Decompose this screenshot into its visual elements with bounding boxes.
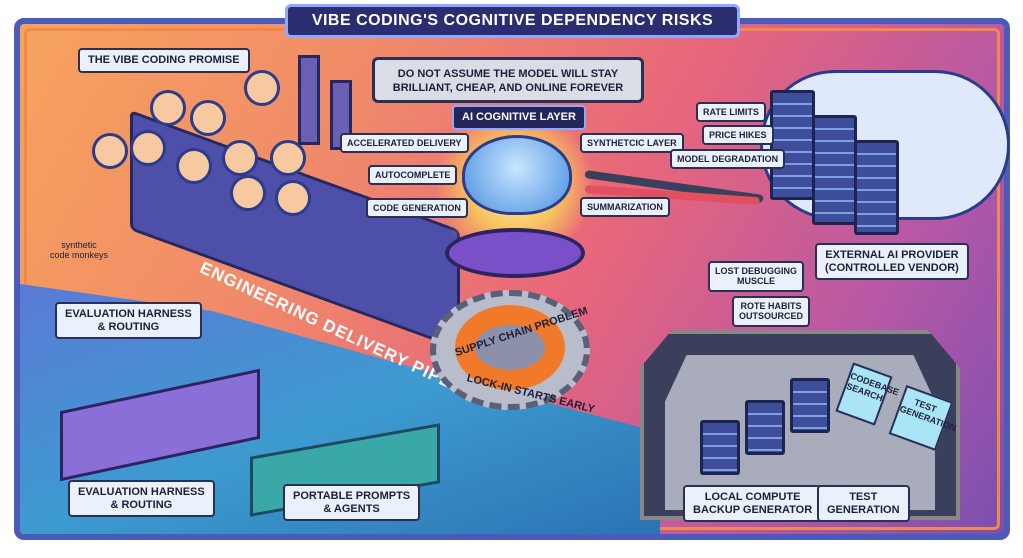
text-line: LOCAL COMPUTE (704, 491, 801, 503)
risk-label: PRICE HIKES (702, 125, 774, 146)
local-server (790, 378, 830, 433)
page-title: VIBE CODING'S COGNITIVE DEPENDENCY RISKS (285, 4, 740, 38)
ai-label: SUMMARIZATION (580, 197, 670, 218)
local-server (700, 420, 740, 475)
text-line: code monkeys (50, 250, 109, 261)
factory-chimney (298, 55, 320, 145)
developer-avatar (270, 140, 306, 176)
text-line: EVALUATION HARNESS (78, 486, 205, 498)
warning-banner: DO NOT ASSUME THE MODEL WILL STAY BRILLI… (372, 57, 644, 103)
text-line: OUTSOURCED (739, 311, 804, 322)
risk-label: MODEL DEGRADATION (670, 149, 786, 170)
text-line: PORTABLE PROMPTS (293, 490, 411, 502)
text-line: & AGENTS (323, 502, 380, 515)
evaluation-label-top: EVALUATION HARNESS& ROUTING (55, 302, 202, 340)
vibe-promise-label: THE VIBE CODING PROMISE (78, 48, 250, 73)
text-line: & ROUTING (97, 320, 160, 333)
text-line: synthetic (61, 240, 97, 250)
brain-icon (462, 135, 572, 215)
developer-avatar (222, 140, 258, 176)
developer-avatar (176, 148, 212, 184)
ai-label: SYNTHETCIC LAYER (580, 133, 684, 154)
text-line: EVALUATION HARNESS (65, 308, 192, 320)
ai-label: CODE GENERATION (366, 198, 468, 219)
vendor-server (770, 90, 815, 200)
provider-label: EXTERNAL AI PROVIDER(CONTROLLED VENDOR) (815, 243, 969, 281)
evaluation-label-bottom: EVALUATION HARNESS& ROUTING (68, 480, 215, 518)
text-line: LOST DEBUGGING (715, 266, 798, 276)
developer-avatar (92, 133, 128, 169)
text-line: EXTERNAL AI PROVIDER (825, 249, 959, 261)
developer-avatar (150, 90, 186, 126)
text-line: TEST (849, 491, 878, 503)
ai-label: AUTOCOMPLETE (368, 165, 458, 186)
developer-avatar (275, 180, 311, 216)
risk-label: RATE LIMITS (696, 102, 766, 123)
developer-avatar (190, 100, 226, 136)
vendor-server (854, 140, 899, 235)
ai-pedestal (445, 228, 585, 278)
text-line: GENERATION (827, 503, 900, 516)
text-line: BACKUP GENERATOR (693, 503, 813, 516)
local-server (745, 400, 785, 455)
ai-layer-title: AI COGNITIVE LAYER (452, 105, 586, 130)
developer-avatar (244, 70, 280, 106)
text-line: & ROUTING (110, 498, 173, 511)
developer-avatar (130, 130, 166, 166)
vendor-server (812, 115, 857, 225)
text-line: ROTE HABITS (740, 301, 802, 311)
portable-prompts-label: PORTABLE PROMPTS& AGENTS (283, 484, 421, 522)
text-line: MUSCLE (737, 276, 775, 287)
warning-line: DO NOT ASSUME THE MODEL WILL STAY (397, 68, 619, 80)
ai-label: ACCELERATED DELIVERY (340, 133, 469, 154)
warning-line: BRILLIANT, CHEAP, AND ONLINE FOREVER (392, 82, 624, 95)
text-line: (CONTROLLED VENDOR) (825, 261, 959, 274)
developer-avatar (230, 175, 266, 211)
